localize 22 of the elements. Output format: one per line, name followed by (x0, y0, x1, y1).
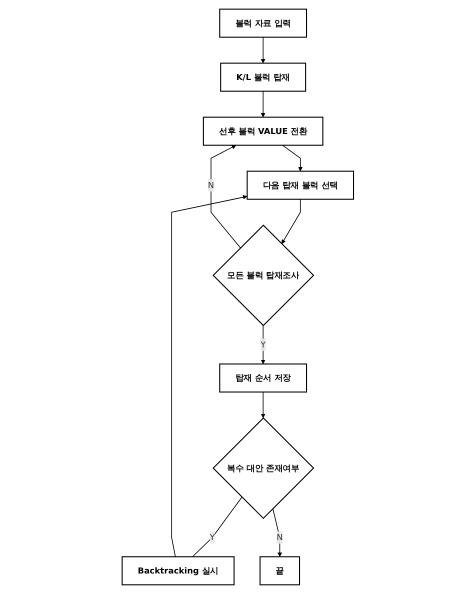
edge-label: N (208, 180, 214, 190)
arrow (260, 36, 266, 64)
arrow (282, 144, 302, 172)
connector (192, 496, 242, 558)
arrow (272, 508, 282, 557)
node-box: K/L 블럭 탑재 (220, 62, 306, 92)
node-diamond: 복수 대안 존재여부 (212, 417, 314, 520)
node-box: 선후 블럭 VALUE 전환 (202, 116, 324, 146)
arrow (170, 195, 248, 558)
edge-label: Y (260, 340, 266, 350)
node-box: 블럭 자료 입력 (218, 8, 307, 38)
arrow (260, 90, 266, 118)
node-box: Backtracking 실시 (121, 556, 234, 586)
node-box: 다음 탑재 블럭 선택 (246, 170, 354, 200)
arrow (281, 198, 300, 244)
edge-label: Y (209, 532, 214, 542)
node-box: 끝 (259, 556, 300, 586)
arrow (210, 145, 240, 248)
node-box: 탑재 순서 저장 (218, 363, 307, 393)
arrow (260, 392, 266, 418)
node-diamond: 모든 블럭 탑재조사 (212, 224, 314, 326)
edge-label: N (276, 532, 283, 542)
